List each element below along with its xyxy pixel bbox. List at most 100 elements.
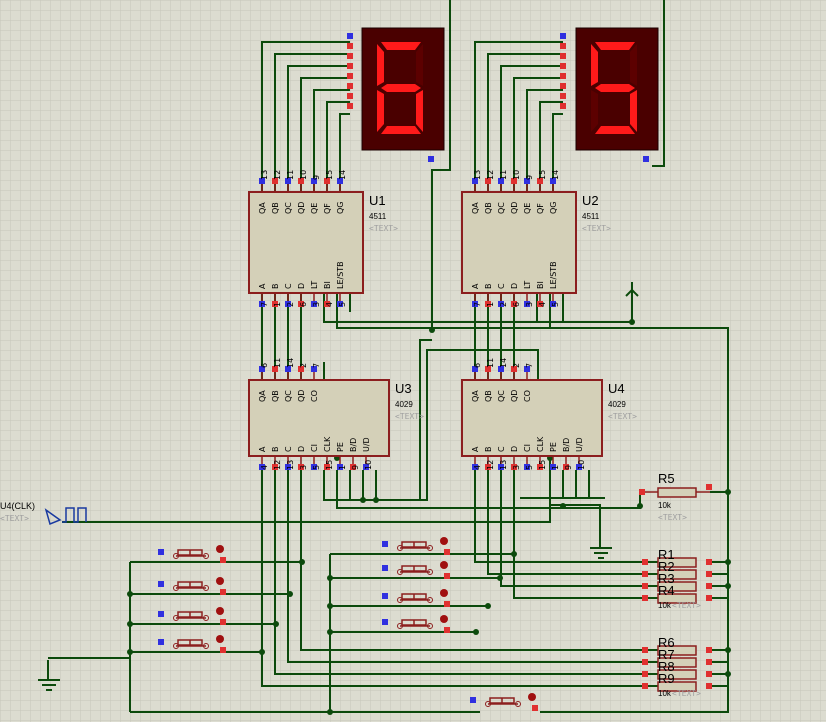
pin-terminal[interactable] — [272, 301, 278, 307]
pin-terminal[interactable] — [324, 301, 330, 307]
pin-terminal[interactable] — [272, 366, 278, 372]
pin-terminal[interactable] — [706, 671, 712, 677]
pin-terminal[interactable] — [550, 464, 556, 470]
pin-terminal[interactable] — [485, 464, 491, 470]
pin-terminal[interactable] — [642, 659, 648, 665]
pin-terminal[interactable] — [498, 178, 504, 184]
display-pin[interactable] — [560, 73, 566, 79]
display-pin[interactable] — [347, 103, 353, 109]
pin-terminal[interactable] — [532, 705, 538, 711]
pin-terminal[interactable] — [706, 559, 712, 565]
pin-terminal[interactable] — [511, 464, 517, 470]
pin-terminal[interactable] — [337, 301, 343, 307]
pin-terminal[interactable] — [537, 464, 543, 470]
pin-terminal[interactable] — [485, 178, 491, 184]
display-left-common-pin[interactable] — [428, 156, 434, 162]
pin-terminal[interactable] — [706, 571, 712, 577]
pin-terminal[interactable] — [311, 366, 317, 372]
pin-terminal[interactable] — [259, 178, 265, 184]
pin-terminal[interactable] — [444, 601, 450, 607]
pin-terminal[interactable] — [337, 178, 343, 184]
display-pin[interactable] — [347, 83, 353, 89]
display-pin[interactable] — [560, 43, 566, 49]
pin-terminal[interactable] — [511, 366, 517, 372]
pin-terminal[interactable] — [220, 557, 226, 563]
pin-terminal[interactable] — [285, 366, 291, 372]
pin-terminal[interactable] — [642, 559, 648, 565]
display-pin[interactable] — [560, 63, 566, 69]
push-button[interactable] — [158, 635, 226, 653]
pin-terminal[interactable] — [285, 464, 291, 470]
pin-terminal[interactable] — [524, 366, 530, 372]
push-button[interactable] — [382, 561, 450, 579]
pin-terminal[interactable] — [158, 581, 164, 587]
push-button[interactable] — [158, 545, 226, 563]
pin-terminal[interactable] — [470, 697, 476, 703]
pin-terminal[interactable] — [350, 464, 356, 470]
pin-terminal[interactable] — [537, 301, 543, 307]
pin-terminal[interactable] — [382, 565, 388, 571]
pin-terminal[interactable] — [576, 464, 582, 470]
pin-terminal[interactable] — [511, 178, 517, 184]
push-button[interactable] — [382, 589, 450, 607]
pin-terminal[interactable] — [382, 619, 388, 625]
pin-terminal[interactable] — [382, 541, 388, 547]
pin-terminal[interactable] — [220, 619, 226, 625]
pin-terminal[interactable] — [498, 301, 504, 307]
display-right-common-pin[interactable] — [643, 156, 649, 162]
display-pin[interactable] — [560, 93, 566, 99]
pin-terminal[interactable] — [444, 627, 450, 633]
pin-terminal[interactable] — [444, 573, 450, 579]
pin-terminal[interactable] — [382, 593, 388, 599]
pin-terminal[interactable] — [706, 659, 712, 665]
pin-terminal[interactable] — [642, 671, 648, 677]
pin-terminal[interactable] — [220, 647, 226, 653]
display-pin[interactable] — [347, 93, 353, 99]
chip-u3[interactable]: 6QA11QB14QC2QD7CO4A12B13C3D5CI15CLK1PE9B… — [258, 358, 424, 470]
pin-terminal[interactable] — [537, 178, 543, 184]
chip-u1[interactable]: 13QA12QB11QC10QD9QE15QF14QG7A1B2C6D3LT4B… — [258, 170, 398, 307]
pin-terminal[interactable] — [158, 639, 164, 645]
pin-terminal[interactable] — [524, 301, 530, 307]
display-pin[interactable] — [560, 83, 566, 89]
pin-terminal[interactable] — [511, 301, 517, 307]
pin-terminal[interactable] — [285, 301, 291, 307]
push-button[interactable] — [382, 615, 450, 633]
display-pin[interactable] — [560, 53, 566, 59]
chip-u4[interactable]: 6QA11QB14QC2QD7CO4A12B13C3D5CI15CLK1PE9B… — [471, 358, 637, 470]
pin-terminal[interactable] — [444, 549, 450, 555]
push-button[interactable] — [158, 607, 226, 625]
push-button[interactable] — [470, 693, 538, 711]
pin-terminal[interactable] — [298, 178, 304, 184]
clock-generator[interactable]: U4(CLK) <TEXT> — [0, 501, 87, 526]
pin-terminal[interactable] — [220, 589, 226, 595]
pin-terminal[interactable] — [311, 464, 317, 470]
pin-terminal[interactable] — [472, 366, 478, 372]
pin-terminal[interactable] — [550, 301, 556, 307]
pin-terminal[interactable] — [272, 464, 278, 470]
pin-terminal[interactable] — [311, 178, 317, 184]
pin-terminal[interactable] — [642, 647, 648, 653]
pin-terminal[interactable] — [550, 178, 556, 184]
display-pin[interactable] — [560, 33, 566, 39]
chip-u2[interactable]: 13QA12QB11QC10QD9QE15QF14QG7A1B2C6D3LT4B… — [471, 170, 611, 307]
pin-terminal[interactable] — [642, 683, 648, 689]
display-pin[interactable] — [560, 103, 566, 109]
pin-terminal[interactable] — [298, 464, 304, 470]
pin-terminal[interactable] — [706, 647, 712, 653]
pin-terminal[interactable] — [706, 683, 712, 689]
pin-terminal[interactable] — [472, 178, 478, 184]
pin-terminal[interactable] — [298, 366, 304, 372]
pin-terminal[interactable] — [259, 366, 265, 372]
display-pin[interactable] — [347, 53, 353, 59]
pin-terminal[interactable] — [485, 301, 491, 307]
pin-terminal[interactable] — [324, 464, 330, 470]
push-button[interactable] — [158, 577, 226, 595]
pin-terminal[interactable] — [285, 178, 291, 184]
pin-terminal[interactable] — [324, 178, 330, 184]
push-button[interactable] — [382, 537, 450, 555]
pin-terminal[interactable] — [259, 464, 265, 470]
display-pin[interactable] — [347, 73, 353, 79]
